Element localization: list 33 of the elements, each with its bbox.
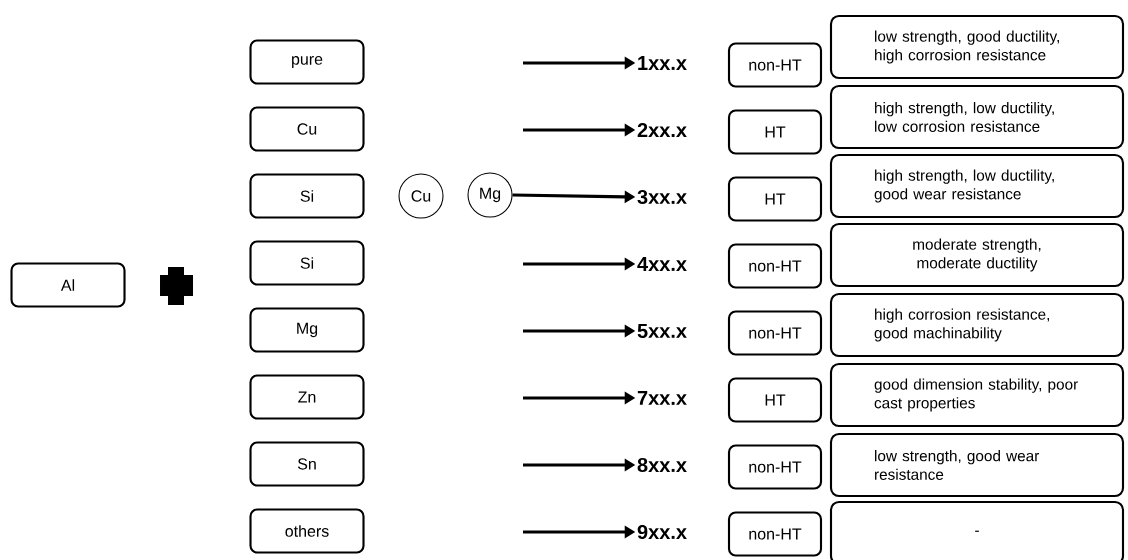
element-box: Sn (249, 441, 365, 487)
element-box: Mg (249, 307, 365, 353)
property-box: high corrosion resistance, good machinability (829, 292, 1125, 358)
series-label: 5xx.x (637, 324, 687, 338)
series-label: 2xx.x (637, 123, 687, 137)
series-label: 9xx.x (637, 524, 687, 540)
property-box: low strength, good ductility, high corrosion resistance (829, 14, 1125, 80)
series-label: 7xx.x (637, 391, 687, 405)
property-box: high strength, low ductility, low corrosion resistance (829, 84, 1125, 150)
element-box: others (249, 508, 365, 554)
series-label: 1xx.x (638, 56, 687, 70)
property-box: low strength, good wear resistance (829, 432, 1125, 498)
treatment-box: HT (727, 176, 823, 222)
property-box: moderate strength, moderate ductility (829, 222, 1125, 288)
series-label: 3xx.x (637, 189, 687, 205)
element-box: Si (249, 240, 365, 286)
series-label: 4xx.x (637, 257, 687, 271)
series-label: 8xx.x (637, 457, 687, 473)
element-box: Cu (249, 106, 365, 152)
element-box: Al (10, 262, 126, 308)
treatment-box: HT (727, 377, 823, 423)
element-box: Si (249, 173, 365, 219)
property-box: - (829, 500, 1125, 560)
treatment-box: non-HT (727, 511, 823, 557)
element-box: Zn (249, 374, 365, 420)
treatment-box: non-HT (727, 243, 823, 289)
element-box: pure (249, 39, 365, 85)
property-box: good dimension stability, poor cast properties (829, 362, 1125, 428)
treatment-box: non-HT (727, 310, 823, 356)
property-box: high strength, low ductility, good wear resistance (829, 153, 1125, 219)
treatment-box: HT (727, 109, 823, 155)
treatment-box: non-HT (727, 42, 823, 88)
treatment-box: non-HT (727, 444, 823, 490)
